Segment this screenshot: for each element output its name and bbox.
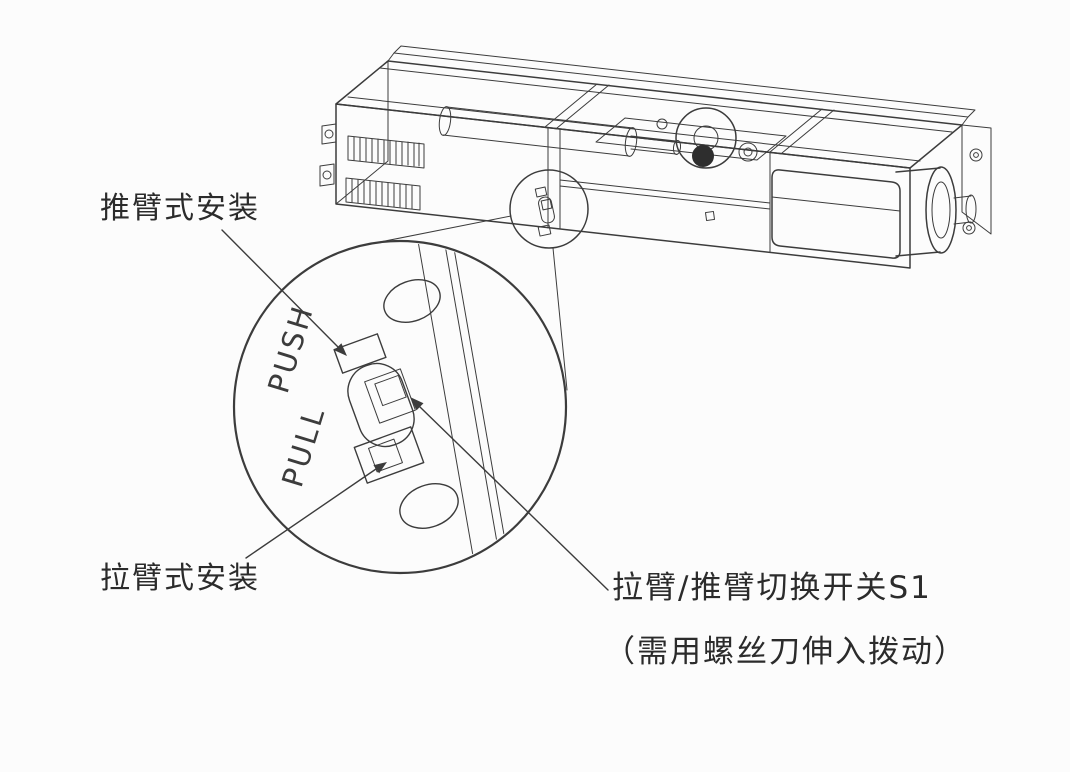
side-roller [738, 142, 758, 162]
screw-hole-top [383, 279, 441, 323]
chassis-left-face [335, 60, 389, 205]
detail-circle-view: PUSH PULL [232, 239, 568, 575]
motor-block [771, 169, 901, 259]
detail-circle-outline [232, 239, 568, 575]
chassis-front-face [335, 103, 911, 269]
leader-switch-s1 [419, 406, 609, 591]
panel-edge-line-1 [417, 243, 477, 571]
leader-lines [221, 229, 609, 591]
detail-projection-lines [369, 215, 568, 391]
leader-pull-arm [245, 468, 377, 559]
label-pull-arm-install: 拉臂式安装 [100, 561, 260, 596]
connector-pins-top [353, 136, 420, 167]
mounting-plate-outer-edge [393, 45, 976, 118]
switch-slot [347, 362, 415, 448]
switch-miniature [534, 186, 555, 237]
bracket-screw-bottom [962, 221, 976, 235]
push-position-marker [333, 333, 387, 374]
pivot-pin [656, 118, 668, 130]
switch-body [364, 368, 416, 424]
cover-midline [559, 179, 771, 210]
device-drawing [319, 45, 992, 269]
label-switch-note: （需用螺丝刀伸入拨动） [604, 634, 967, 670]
divider-wall-2 [769, 108, 835, 154]
switch-location-circle [509, 169, 589, 249]
pull-position-frame [353, 426, 425, 484]
mounting-plate-edge [387, 52, 969, 126]
left-tab-top [321, 123, 337, 145]
bracket-screw-top [969, 148, 983, 162]
chassis-inner-rims [347, 67, 953, 162]
connector-pins-bottom [351, 178, 413, 210]
detail-text-pull: PULL [275, 402, 332, 491]
screw-hole-bottom [399, 483, 459, 529]
label-switch-s1: 拉臂/推臂切换开关S1 [612, 570, 932, 606]
cover-screw [704, 210, 716, 222]
arrowhead-pull-arm [373, 462, 387, 474]
detail-text-push: PUSH [261, 300, 320, 397]
switch-actuator [374, 374, 407, 407]
detail-circle-content [333, 243, 511, 571]
motor-shaft-nub [953, 195, 972, 225]
main-gear [675, 107, 737, 169]
cam-roller [692, 145, 714, 167]
leader-push-arm [221, 229, 339, 348]
label-push-arm-install: 推臂式安装 [100, 191, 260, 226]
spring-tube [442, 106, 634, 157]
arrowhead-push-arm [334, 343, 347, 356]
panel-edge-line-2 [443, 243, 503, 571]
motor-cylinder [895, 167, 941, 257]
connector-block-top [347, 135, 425, 169]
panel-edge-line-3 [451, 243, 511, 570]
right-end-bracket [961, 124, 992, 235]
pull-position-marker [368, 438, 403, 473]
arrowhead-switch-s1 [410, 397, 424, 411]
spring-shaft [630, 135, 677, 155]
connector-block-bottom [345, 177, 421, 211]
gear-frame [595, 117, 787, 161]
left-tab-bottom [319, 163, 335, 187]
cover-seams [547, 127, 771, 253]
